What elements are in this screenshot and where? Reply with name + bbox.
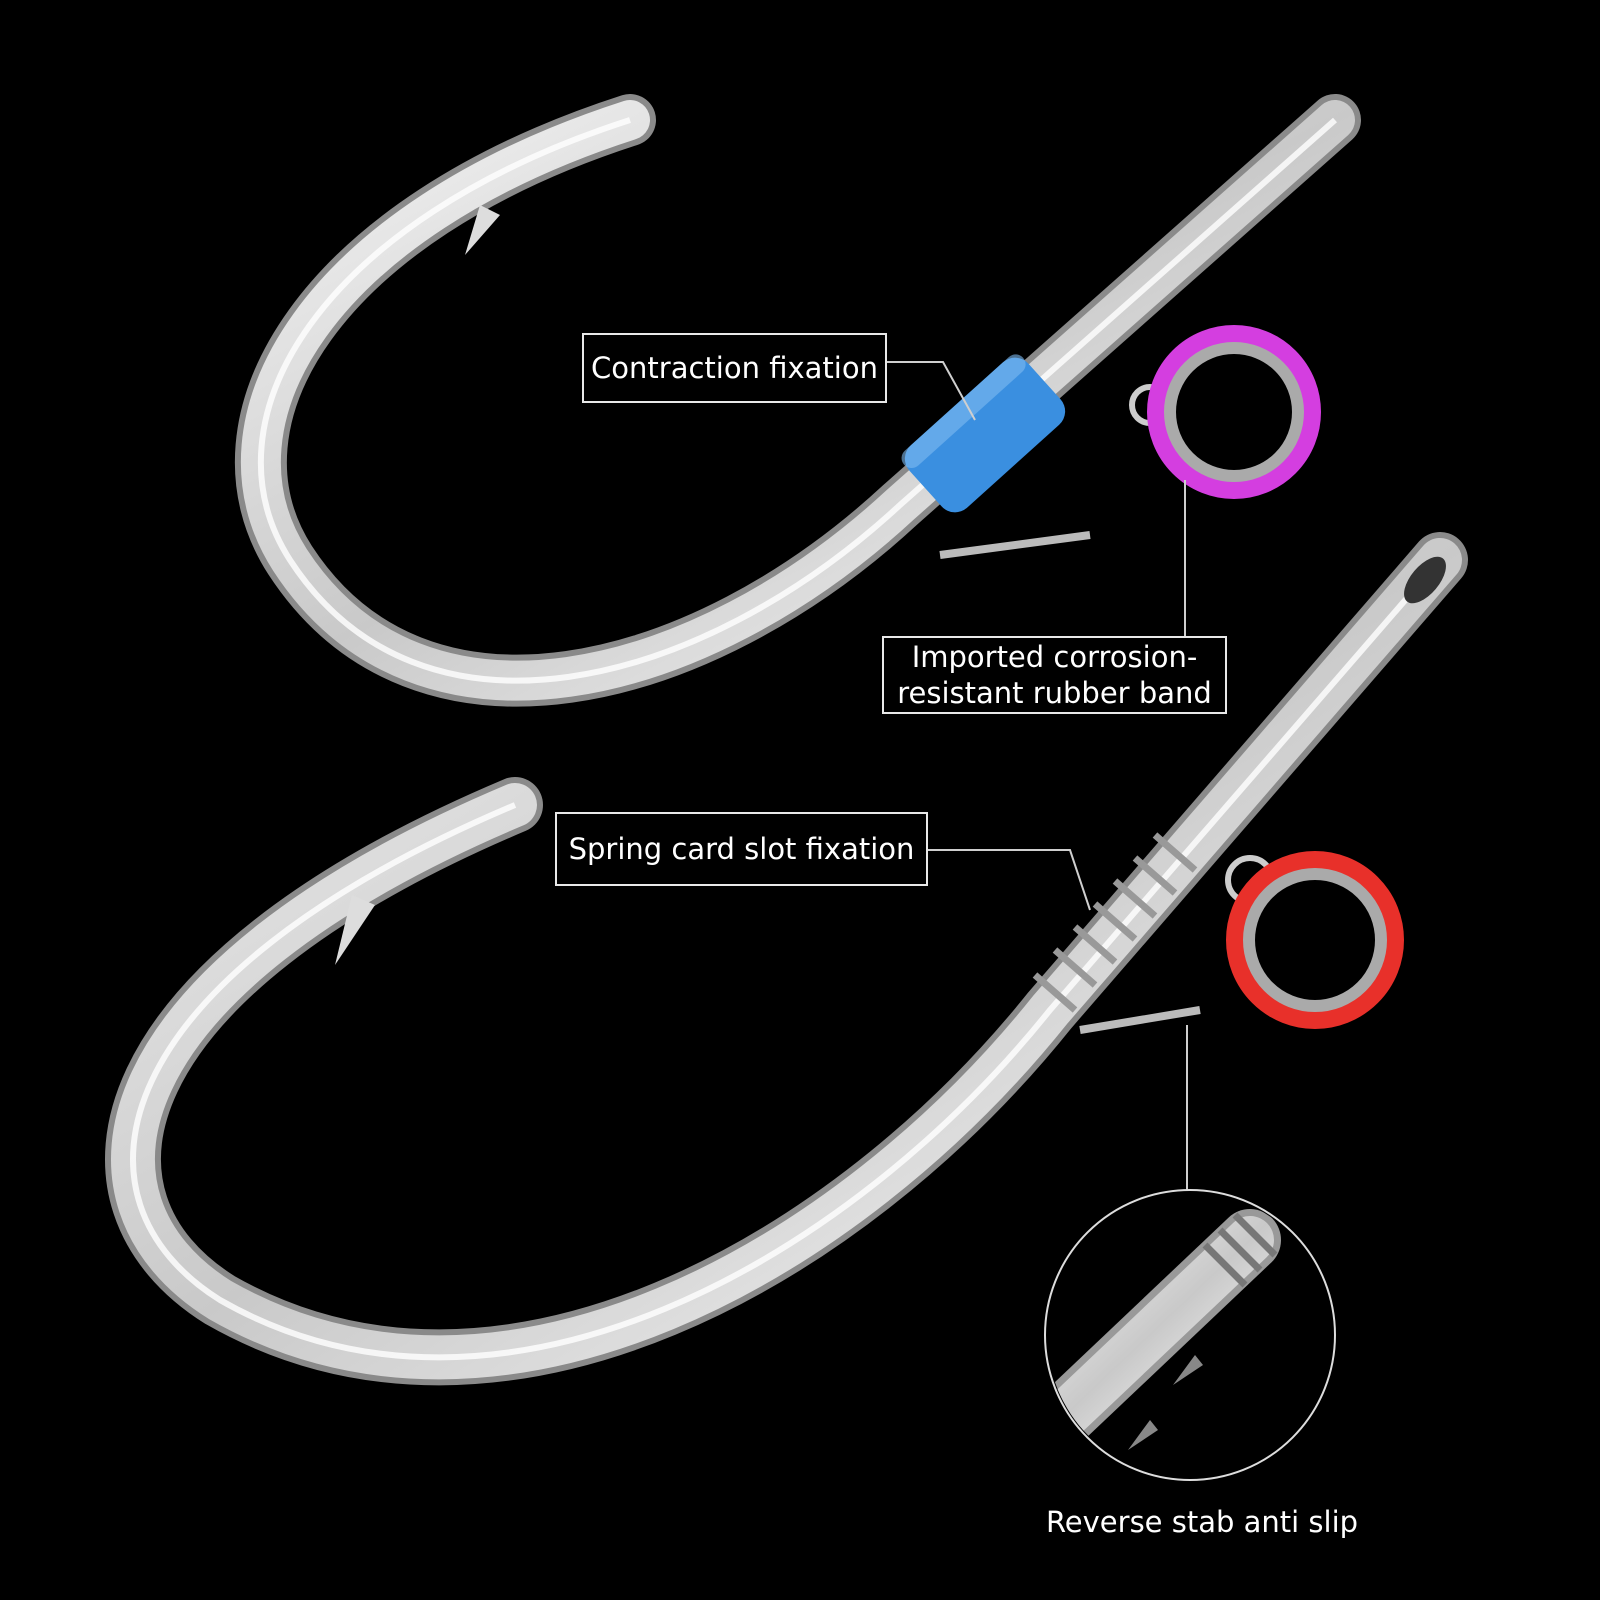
label-contraction-fixation: Contraction fixation <box>582 333 887 403</box>
barb-icon <box>465 205 500 255</box>
detail-inset <box>1044 1189 1336 1481</box>
caption-reverse-stab: Reverse stab anti slip <box>1045 1505 1359 1539</box>
barb-icon <box>335 895 375 965</box>
spring-coil <box>1032 832 1198 1013</box>
label-text: resistant rubber band <box>897 676 1212 710</box>
label-text: Spring card slot fixation <box>568 832 915 866</box>
label-text: Imported corrosion- <box>911 640 1198 674</box>
rubber-ring-magenta <box>1147 325 1321 499</box>
rubber-ring-red <box>1226 851 1404 1029</box>
callout-lines <box>869 361 1188 1192</box>
top-hook <box>234 94 1361 707</box>
blue-sleeve <box>901 354 1066 513</box>
hook-eye <box>1404 556 1446 604</box>
label-text: Contraction fixation <box>591 351 878 385</box>
bottom-hook <box>105 532 1468 1386</box>
label-spring-fixation: Spring card slot fixation <box>555 812 928 886</box>
label-rubber-band: Imported corrosion- resistant rubber ban… <box>882 636 1227 714</box>
